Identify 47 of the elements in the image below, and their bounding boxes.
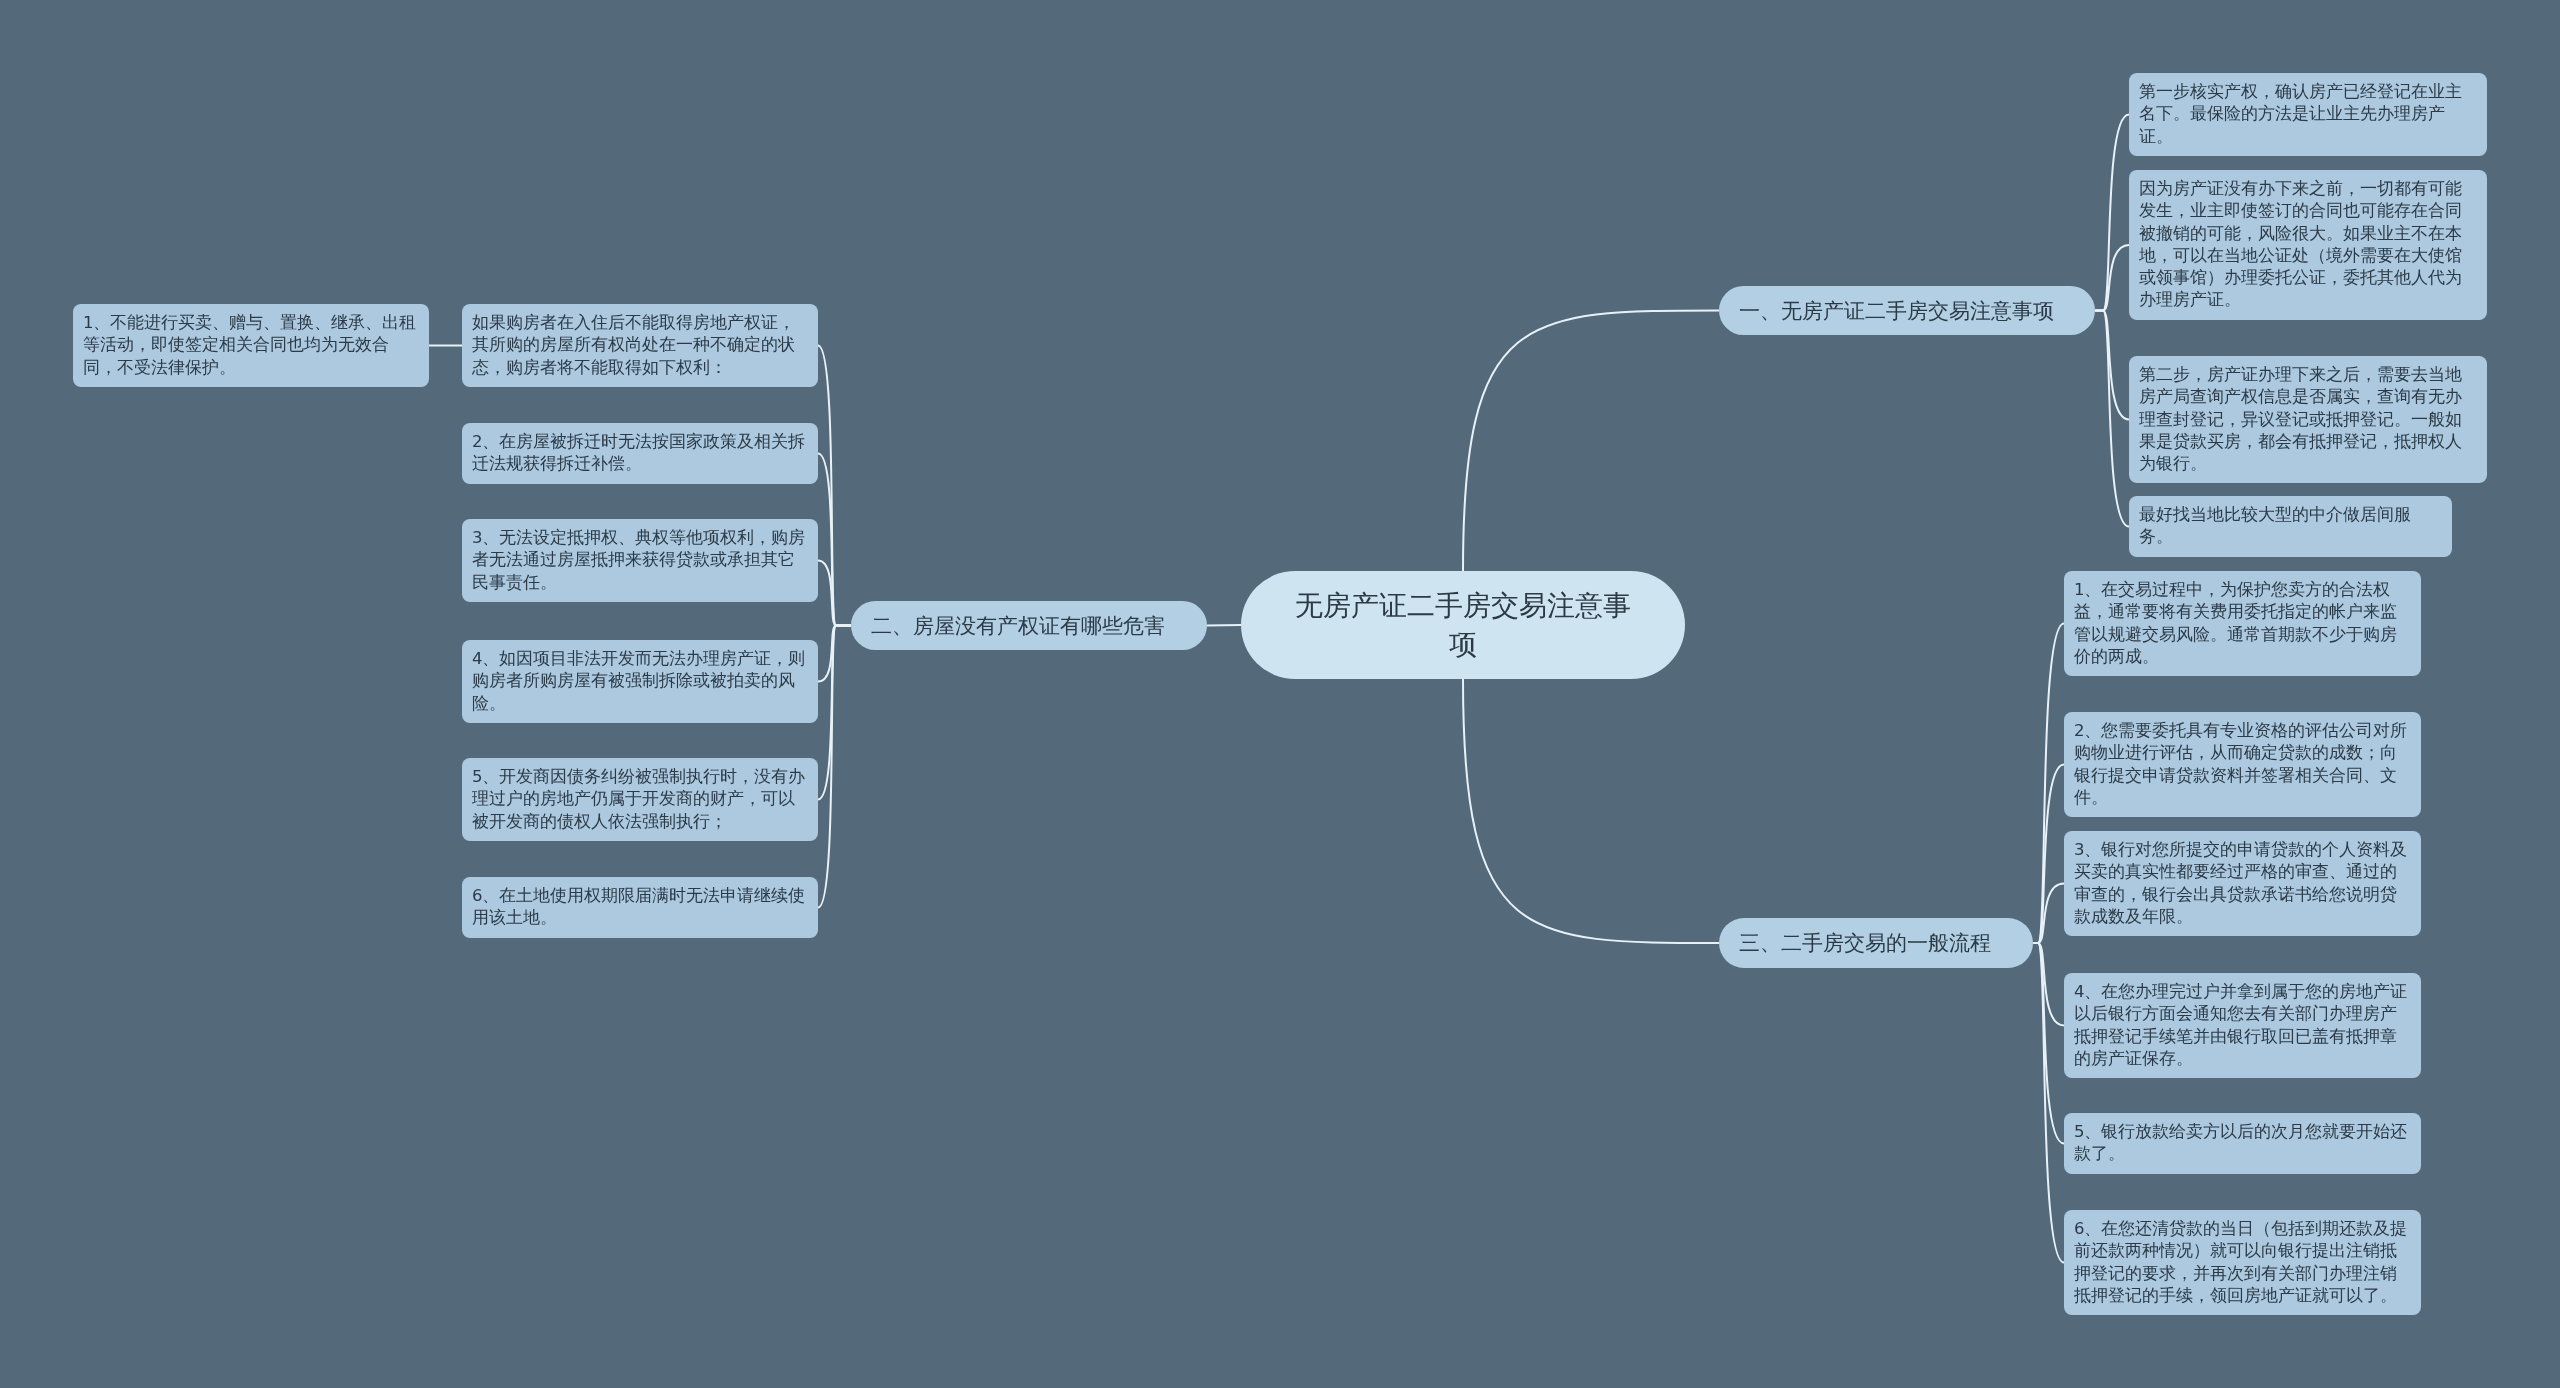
node-text: 因为房产证没有办下来之前，一切都有可能发生，业主即使签订的合同也可能存在合同被撤销的可能，风险很大。如果业主不在本地，可以在当地公证处（境外需要在大使馆或领事馆）办理委托公证，委托其他人代为办理房产证。 [2139, 178, 2463, 312]
node-text: 1、不能进行买卖、赠与、置换、继承、出租等活动，即使签定相关合同也均为无效合同，不受法律保护。 [83, 312, 418, 379]
node-text: 第二步，房产证办理下来之后，需要去当地房产局查询产权信息是否属实，查询有无办理查封登记，异议登记或抵押登记。一般如果是贷款买房，都会有抵押登记，抵押权人为银行。 [2139, 364, 2463, 476]
detail-card [73, 304, 429, 387]
connector-line [1206, 624, 1242, 627]
detail-card [2064, 973, 2421, 1079]
detail-card [2064, 1210, 2421, 1316]
detail-card [462, 519, 818, 602]
detail-card [2064, 1113, 2421, 1174]
node-text: 第一步核实产权，确认房产已经登记在业主名下。最保险的方法是让业主先办理房产证。 [2139, 81, 2463, 148]
node-text: 2、您需要委托具有专业资格的评估公司对所购物业进行评估，从而确定贷款的成数；向银行提交申请贷款资料并签署相关合同、文件。 [2074, 720, 2409, 809]
detail-card [462, 758, 818, 841]
node-text: 4、在您办理完过户并拿到属于您的房地产证以后银行方面会通知您去有关部门办理房产抵押登记手续笔并由银行取回已盖有抵押章的房产证保存。 [2074, 981, 2409, 1070]
connector-line [2094, 309, 2130, 528]
detail-card [2064, 571, 2421, 677]
node-text: 3、银行对您所提交的申请贷款的个人资料及买卖的真实性都要经过严格的审查、通过的审查的，银行会出具贷款承诺书给您说明贷款成数及年限。 [2074, 839, 2409, 928]
detail-card [2129, 170, 2487, 320]
branch-topic [1719, 286, 2095, 335]
detail-card [462, 877, 818, 938]
node-text: 一、无房产证二手房交易注意事项 [1739, 297, 2055, 325]
detail-card [462, 423, 818, 484]
node-text: 6、在您还清贷款的当日（包括到期还款及提前还款两种情况）就可以向银行提出注销抵押登记的要求，并再次到有关部门办理注销抵押登记的手续，领回房地产证就可以了。 [2074, 1218, 2409, 1307]
node-text: 最好找当地比较大型的中介做居间服务。 [2139, 504, 2412, 549]
node-text: 5、银行放款给卖方以后的次月您就要开始还款了。 [2074, 1121, 2409, 1166]
node-text: 1、在交易过程中，为保护您卖方的合法权益，通常要将有关费用委托指定的帐户来监管以规避交易风险。通常首期款不少于购房价的两成。 [2074, 579, 2398, 668]
node-text: 无房产证二手房交易注意事项 [1294, 587, 1632, 663]
node-text: 2、在房屋被拆迁时无法按国家政策及相关拆迁法规获得拆迁补偿。 [472, 431, 807, 476]
detail-card [2064, 712, 2421, 818]
node-text: 三、二手房交易的一般流程 [1739, 930, 1992, 957]
connector-line [817, 624, 852, 909]
branch-topic [851, 601, 1207, 650]
connector-line [428, 344, 463, 347]
branch-topic [1719, 918, 2033, 968]
node-text: 如果购房者在入住后不能取得房地产权证，其所购的房屋所有权尚处在一种不确定的状态，购房者将不能取得如下权利： [472, 312, 796, 379]
node-text: 二、房屋没有产权证有哪些危害 [871, 612, 1166, 640]
detail-card [462, 304, 818, 387]
node-text: 4、如因项目非法开发而无法办理房产证，则购房者所购房屋有被强制拆除或被拍卖的风险。 [472, 648, 807, 715]
detail-card [2129, 73, 2487, 156]
detail-card [2129, 496, 2452, 557]
detail-card [2064, 831, 2421, 937]
detail-card [2129, 356, 2487, 484]
node-text: 5、开发商因债务纠纷被强制执行时，没有办理过户的房地产仍属于开发商的财产，可以被开发商的债权人依法强制执行； [472, 766, 807, 833]
connector-line [1462, 309, 1720, 572]
node-text: 6、在土地使用权期限届满时无法申请继续使用该土地。 [472, 885, 807, 930]
connector-line [1462, 678, 1720, 944]
node-text: 3、无法设定抵押权、典权等他项权利，购房者无法通过房屋抵押来获得贷款或承担其它民事责任。 [472, 527, 807, 594]
detail-card [462, 640, 818, 723]
